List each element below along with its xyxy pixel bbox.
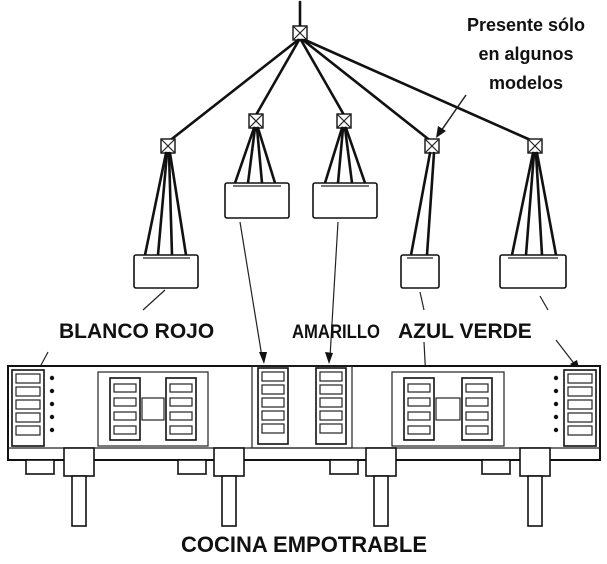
plug-verde xyxy=(499,254,567,289)
label-amarillo: AMARILLO xyxy=(292,322,380,343)
board-connector-right xyxy=(563,369,597,447)
junction-amarillo xyxy=(336,113,352,129)
knob-shafts xyxy=(25,447,551,527)
note-line-2: en algunos xyxy=(478,44,573,64)
board-connector-mid-left xyxy=(257,367,289,445)
board-connector-mid-right xyxy=(315,367,347,445)
main-junction xyxy=(292,25,308,41)
junction-azul xyxy=(424,138,440,154)
junction-blanco-rojo xyxy=(160,138,176,154)
plug-amarillo xyxy=(312,182,378,219)
plug-azul xyxy=(400,254,440,289)
relay-block-2 xyxy=(391,371,505,447)
junction-verde xyxy=(527,138,543,154)
plug-blanco-rojo xyxy=(133,254,199,289)
note-arrow xyxy=(436,94,467,138)
label-azul-verde: AZUL VERDE xyxy=(398,320,532,343)
relay-block-1 xyxy=(97,371,209,447)
plug-left-mid xyxy=(224,182,290,219)
pin-marks-right xyxy=(553,375,559,433)
pin-marks-left xyxy=(49,375,55,433)
leader-lines xyxy=(39,221,580,387)
label-cocina-empotrable: COCINA EMPOTRABLE xyxy=(181,532,427,557)
cooktop-control-board xyxy=(7,365,601,461)
fan-wires xyxy=(143,126,558,257)
note-line-3: modelos xyxy=(489,73,563,93)
branch-wires xyxy=(166,38,537,144)
label-blanco-rojo: BLANCO ROJO xyxy=(59,320,214,343)
junction-left-mid xyxy=(248,113,264,129)
board-connector-left xyxy=(11,369,45,447)
note-line-1: Presente sólo xyxy=(467,15,585,35)
